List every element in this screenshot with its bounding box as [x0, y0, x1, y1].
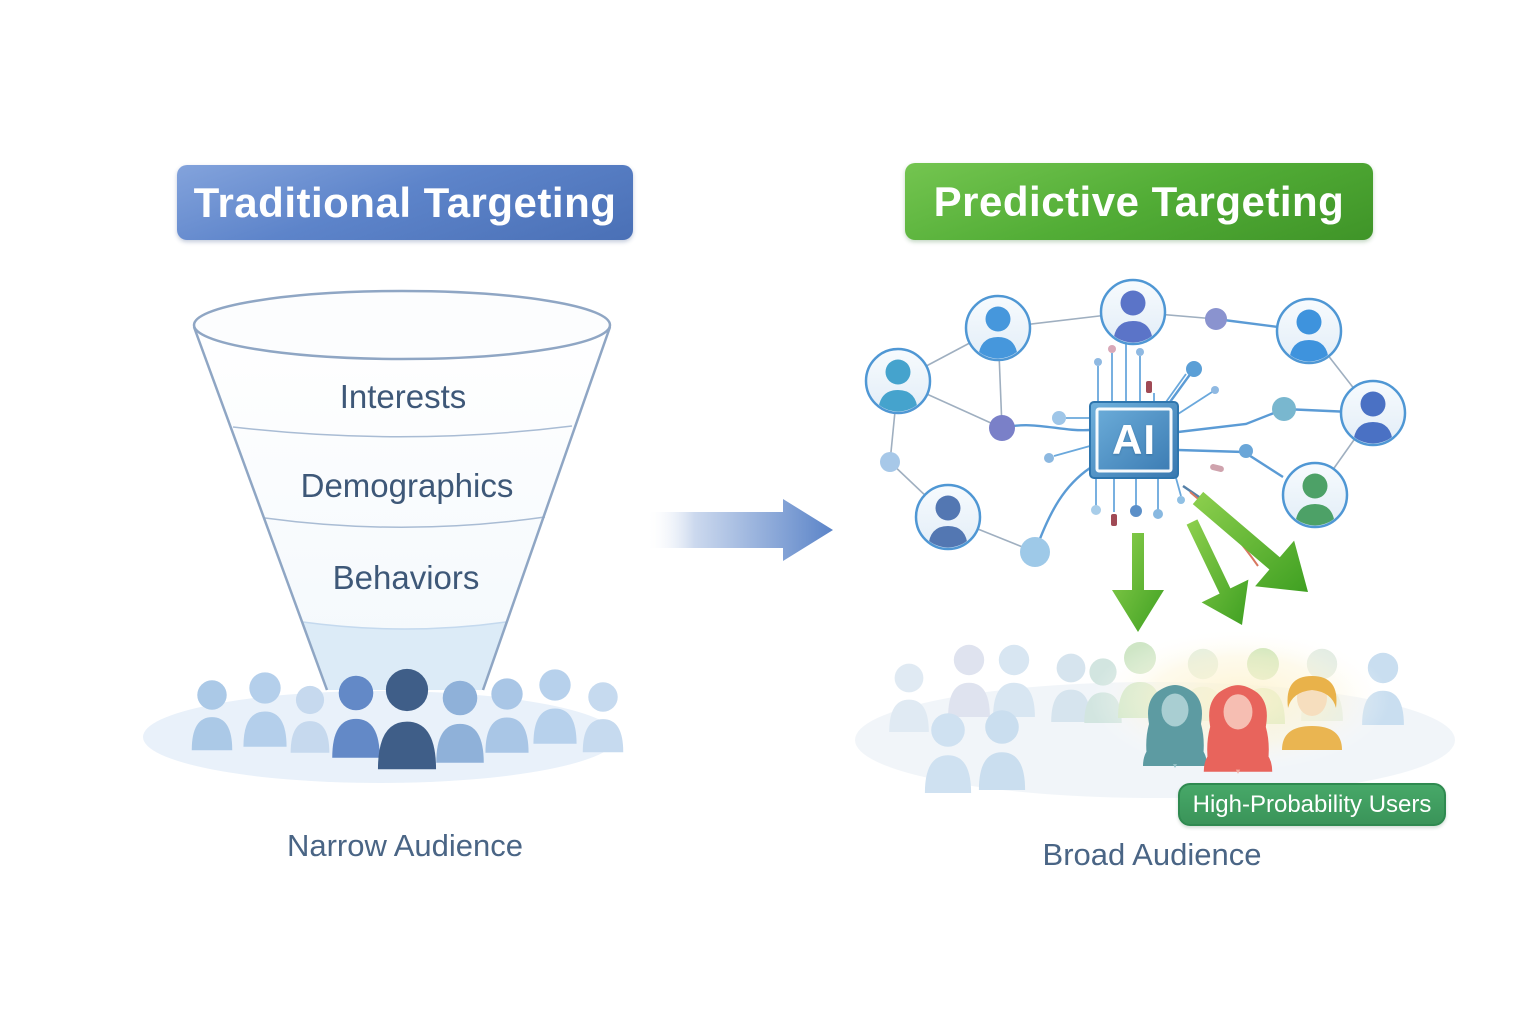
person-icon [948, 644, 990, 717]
ai-chip-icon [1089, 401, 1179, 479]
arrow-right-icon [648, 499, 833, 561]
arrow-down-icon [1186, 519, 1249, 625]
narrow-audience-caption: Narrow Audience [286, 828, 524, 863]
high-probability-users-badge: High-Probability Users [1178, 783, 1446, 826]
funnel-level-behaviors: Behaviors [332, 559, 480, 596]
predictive-targeting-banner: Predictive Targeting [905, 163, 1373, 240]
network-avatars [864, 278, 1407, 551]
predictive-targeting-title: Predictive Targeting [933, 177, 1345, 225]
highlighted-user-teal-icon [1143, 685, 1207, 768]
highlighted-user-red-icon [1203, 685, 1273, 774]
trace-dash [1146, 381, 1152, 393]
user-avatar-icon [1099, 278, 1167, 346]
traditional-targeting-banner: Traditional Targeting [177, 165, 633, 240]
highlighted-users [1143, 676, 1342, 774]
funnel-level-interests: Interests [339, 378, 467, 415]
arrow-down-icon [1192, 491, 1308, 592]
person-icon [993, 644, 1035, 717]
arrow-down-icon [1112, 533, 1164, 632]
user-avatar-icon [864, 347, 932, 415]
broad-audience-caption: Broad Audience [1042, 837, 1262, 872]
ai-chip-label: AI [1112, 416, 1156, 463]
badge-label: High-Probability Users [1192, 790, 1432, 818]
network-node-dots [880, 308, 1296, 567]
funnel-level-demographics: Demographics [300, 467, 514, 504]
funnel-icon [192, 289, 612, 691]
user-avatar-icon [1339, 379, 1407, 447]
user-avatar-icon [964, 294, 1032, 362]
highlighted-user-yellow-icon [1282, 676, 1342, 750]
targeting-arrows [1112, 491, 1308, 632]
user-avatar-icon [1275, 297, 1343, 365]
traditional-targeting-title: Traditional Targeting [193, 178, 617, 226]
trace-dash [1210, 464, 1224, 472]
user-avatar-icon [914, 483, 982, 551]
person-icon [889, 663, 929, 732]
ai-chip-traces [1053, 344, 1213, 512]
trace-dash [1111, 514, 1117, 526]
user-avatar-icon [1281, 461, 1349, 529]
